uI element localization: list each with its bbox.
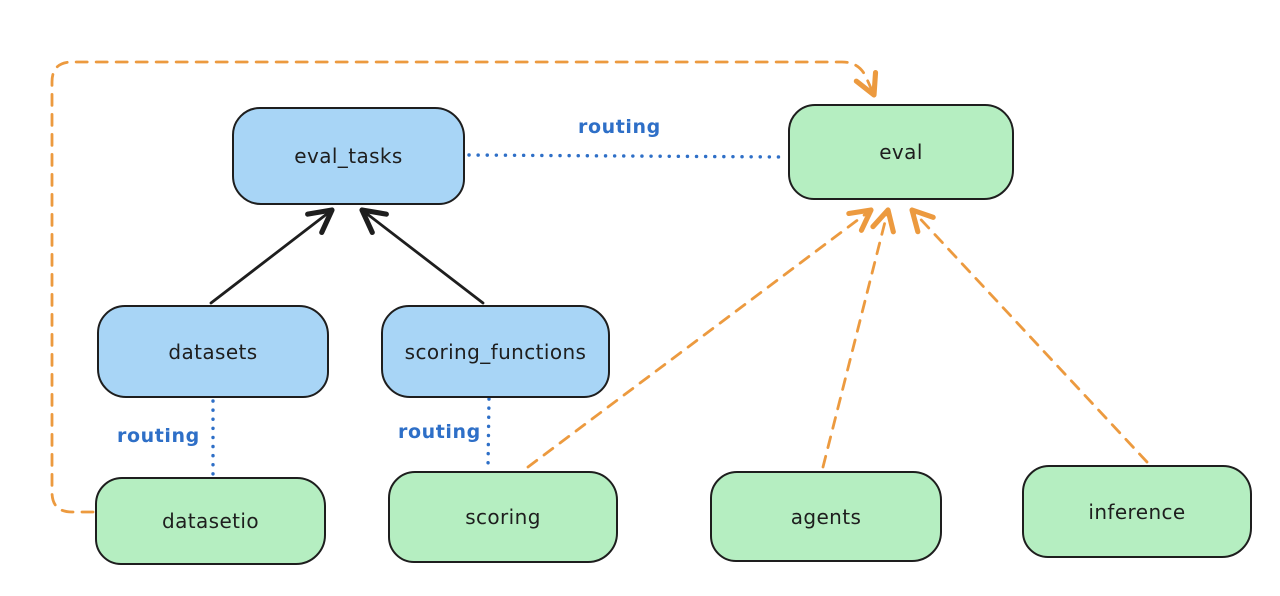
edge-label-routing-eval-tasks-eval: routing xyxy=(578,116,661,138)
node-scoring: scoring xyxy=(388,471,618,563)
node-datasets-label: datasets xyxy=(168,339,258,364)
node-eval-tasks: eval_tasks xyxy=(232,107,465,205)
edge-scoring-functions-to-scoring-routing xyxy=(486,397,491,469)
edge-label-routing-datasets-datasetio: routing xyxy=(117,425,200,447)
node-agents: agents xyxy=(710,471,942,562)
node-eval-tasks-label: eval_tasks xyxy=(294,144,403,168)
edge-eval-tasks-to-eval-routing xyxy=(467,153,787,159)
edge-agents-to-eval xyxy=(821,207,896,469)
edge-datasetio-to-eval xyxy=(50,60,879,514)
node-eval-label: eval xyxy=(879,140,923,164)
node-datasetio: datasetio xyxy=(95,477,326,565)
node-scoring-functions: scoring_functions xyxy=(381,305,610,398)
node-inference-label: inference xyxy=(1088,499,1186,524)
node-datasets: datasets xyxy=(97,305,329,398)
edge-inference-to-eval xyxy=(909,207,1149,464)
edge-datasets-to-eval-tasks xyxy=(209,207,335,305)
node-inference: inference xyxy=(1022,465,1252,558)
node-agents-label: agents xyxy=(790,504,862,529)
edge-label-routing-scoring-functions-scoring: routing xyxy=(398,421,481,443)
node-eval: eval xyxy=(788,104,1014,200)
node-scoring-functions-label: scoring_functions xyxy=(404,339,587,364)
node-datasetio-label: datasetio xyxy=(161,509,259,533)
node-scoring-label: scoring xyxy=(465,505,541,529)
edge-scoring-functions-to-eval-tasks xyxy=(359,207,485,305)
edge-scoring-to-eval xyxy=(526,207,874,469)
